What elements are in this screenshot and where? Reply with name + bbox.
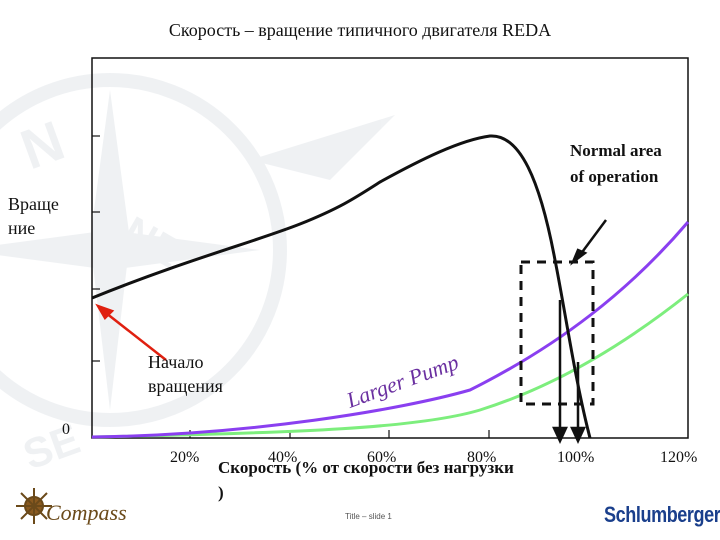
- torque-curve: [91, 134, 592, 439]
- x-tick-label: 60%: [367, 449, 397, 466]
- slide-footer: Title – slide 1: [345, 512, 392, 521]
- x-tick-label: 100%: [557, 449, 595, 466]
- normal-area-label: Normal area of operation: [570, 141, 662, 186]
- svg-text:N: N: [13, 108, 73, 181]
- start-torque-label: Начало вращения: [148, 352, 223, 396]
- larger-pump-label: Larger Pump: [342, 349, 462, 413]
- compass-rose-watermark-icon: N NE SE: [0, 73, 395, 478]
- plot-frame: [91, 57, 689, 439]
- black-arrows: [552, 219, 608, 444]
- x-tick-label: 80%: [467, 449, 497, 466]
- x-axis-label: Скорость (% от скорости без нагрузки ): [218, 458, 514, 502]
- x-tick-label: 20%: [170, 449, 200, 466]
- schlumberger-logo: Schlumberger: [604, 502, 720, 527]
- compass-logo-icon: [16, 488, 52, 524]
- compass-logo-text: Compass: [46, 500, 127, 525]
- svg-text:SE: SE: [17, 415, 86, 478]
- y-axis-label: Враще ние: [8, 194, 59, 238]
- y-axis-zero-label: 0: [62, 421, 70, 438]
- x-tick-label: 120%: [660, 449, 698, 466]
- chart-title: Скорость – вращение типичного двигателя …: [168, 20, 552, 40]
- x-tick-label: 40%: [268, 449, 298, 466]
- normal-operation-box: [519, 260, 595, 406]
- y-axis-ticks: [92, 135, 100, 362]
- pump-curve: [91, 292, 689, 439]
- start-torque-arrow: [95, 303, 167, 361]
- larger-pump-curve: [91, 221, 690, 439]
